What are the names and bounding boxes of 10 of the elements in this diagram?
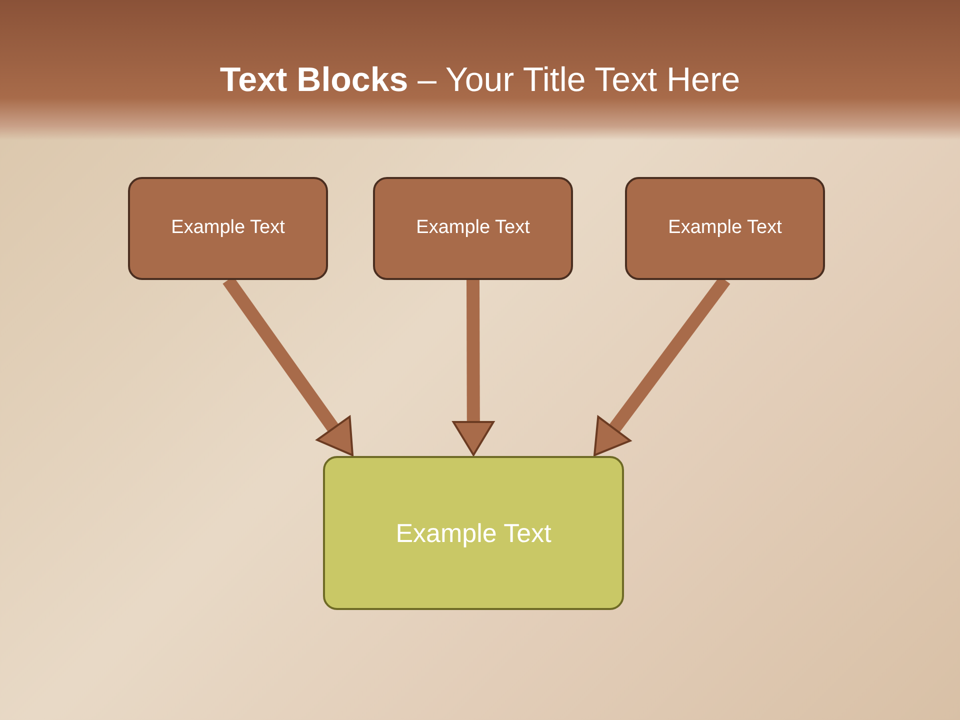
text-box xyxy=(128,177,328,280)
box-text: Example Text xyxy=(171,216,285,240)
text-box xyxy=(373,177,573,280)
slide-title: Text Blocks – Your Title Text Here xyxy=(218,60,742,101)
arrow xyxy=(452,280,494,456)
text-box xyxy=(323,456,624,610)
box-text: Example Text xyxy=(416,216,530,240)
text-box xyxy=(625,177,825,280)
box-text: Example Text xyxy=(396,516,552,550)
box-text: Example Text xyxy=(668,216,782,240)
